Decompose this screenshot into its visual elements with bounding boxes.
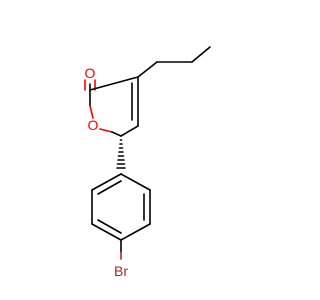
structure-canvas: O O Br xyxy=(84,46,211,279)
bond-o1-c2-red xyxy=(89,105,94,119)
bond-c3-propyl1 xyxy=(137,61,158,78)
benzene-ring xyxy=(91,173,151,241)
bond-c5-o1 xyxy=(99,128,113,133)
ring-double-bond xyxy=(131,76,139,127)
bond-c5-o1-dark xyxy=(111,131,122,137)
bromine-label: Br xyxy=(114,263,128,279)
ring-oxygen-label: O xyxy=(88,117,99,133)
bond-c4-c5 xyxy=(120,125,139,137)
molecule-diagram: O O Br xyxy=(84,46,211,279)
carbonyl-oxygen-label: O xyxy=(85,65,96,81)
bond-propyl2-propyl3 xyxy=(191,46,211,63)
stereo-hashed-wedge xyxy=(116,139,126,169)
bond-c2-c3 xyxy=(89,76,139,91)
